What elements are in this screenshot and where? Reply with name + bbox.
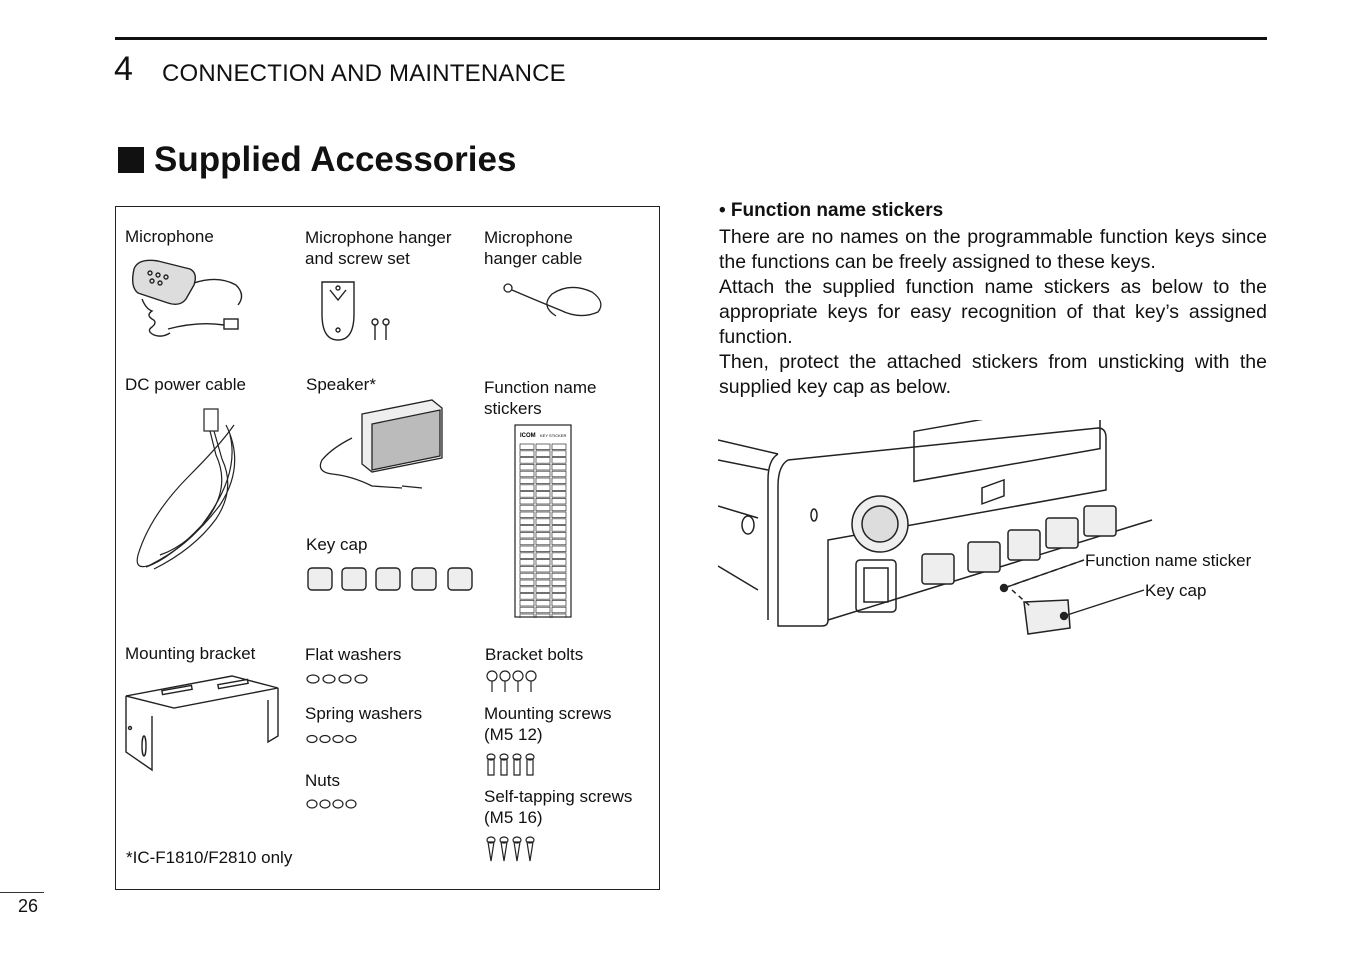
label-speaker: Speaker* [306, 375, 376, 394]
mic-hanger-illustration [321, 281, 390, 341]
label-mic-hanger: Microphone hanger and screw set [305, 228, 452, 268]
label-mounting-bracket: Mounting bracket [125, 644, 256, 663]
callout-key-cap: Key cap [1145, 581, 1207, 600]
label-self-tapping-screws: Self-tapping screws (M5 16) [484, 787, 633, 827]
paragraph-3: Then, protect the attached stickers from… [719, 351, 1267, 398]
mounting-screws-illustration [486, 753, 535, 776]
sticker-sheet-illustration: ICOM KEY STICKER [514, 424, 572, 618]
microphone-illustration [131, 259, 243, 337]
page-number: 26 [18, 896, 39, 916]
nuts-illustration [306, 799, 357, 809]
label-dc-cable: DC power cable [125, 375, 246, 394]
label-mic-hanger-cable: Microphone hanger cable [484, 228, 583, 268]
flat-washers-illustration [306, 674, 368, 684]
chapter-title: CONNECTION AND MAINTENANCE [162, 60, 566, 87]
label-mounting-screws: Mounting screws (M5 12) [484, 704, 612, 744]
chapter-number: 4 [114, 50, 133, 88]
label-spring-washers: Spring washers [305, 704, 423, 723]
label-flat-washers: Flat washers [305, 645, 402, 664]
square-bullet-icon [118, 147, 144, 173]
label-bracket-bolts: Bracket bolts [485, 645, 584, 664]
key-caps-illustration [307, 567, 473, 591]
callout-function-sticker: Function name sticker [1085, 551, 1252, 570]
label-key-cap: Key cap [306, 535, 368, 554]
paragraph-1: There are no names on the programmable f… [719, 226, 1267, 273]
page-number-rule [0, 892, 44, 893]
sticker-sheet-brand: ICOM [520, 433, 536, 439]
header-rule [115, 37, 1267, 40]
section-heading: Supplied Accessories [118, 140, 516, 180]
function-stickers-text: There are no names on the programmable f… [719, 225, 1267, 400]
speaker-illustration [319, 399, 443, 489]
self-tapping-screws-illustration [486, 836, 535, 862]
label-function-stickers: Function name stickers [484, 378, 597, 418]
footnote: *IC-F1810/F2810 only [126, 848, 293, 867]
paragraph-2: Attach the supplied function name sticke… [719, 276, 1267, 348]
section-title: Supplied Accessories [154, 140, 517, 179]
function-stickers-heading: • Function name stickers [719, 200, 944, 221]
accessories-box [115, 206, 660, 890]
dc-cable-illustration [136, 408, 236, 570]
label-nuts: Nuts [305, 771, 340, 790]
label-microphone: Microphone [125, 227, 214, 246]
bracket-bolts-illustration [486, 670, 537, 692]
spring-washers-illustration [306, 734, 357, 744]
mounting-bracket-illustration [125, 675, 279, 772]
sticker-sheet-label: KEY STICKER [540, 433, 566, 438]
radio-front-panel-illustration [718, 420, 1153, 635]
hanger-cable-illustration [503, 283, 602, 317]
